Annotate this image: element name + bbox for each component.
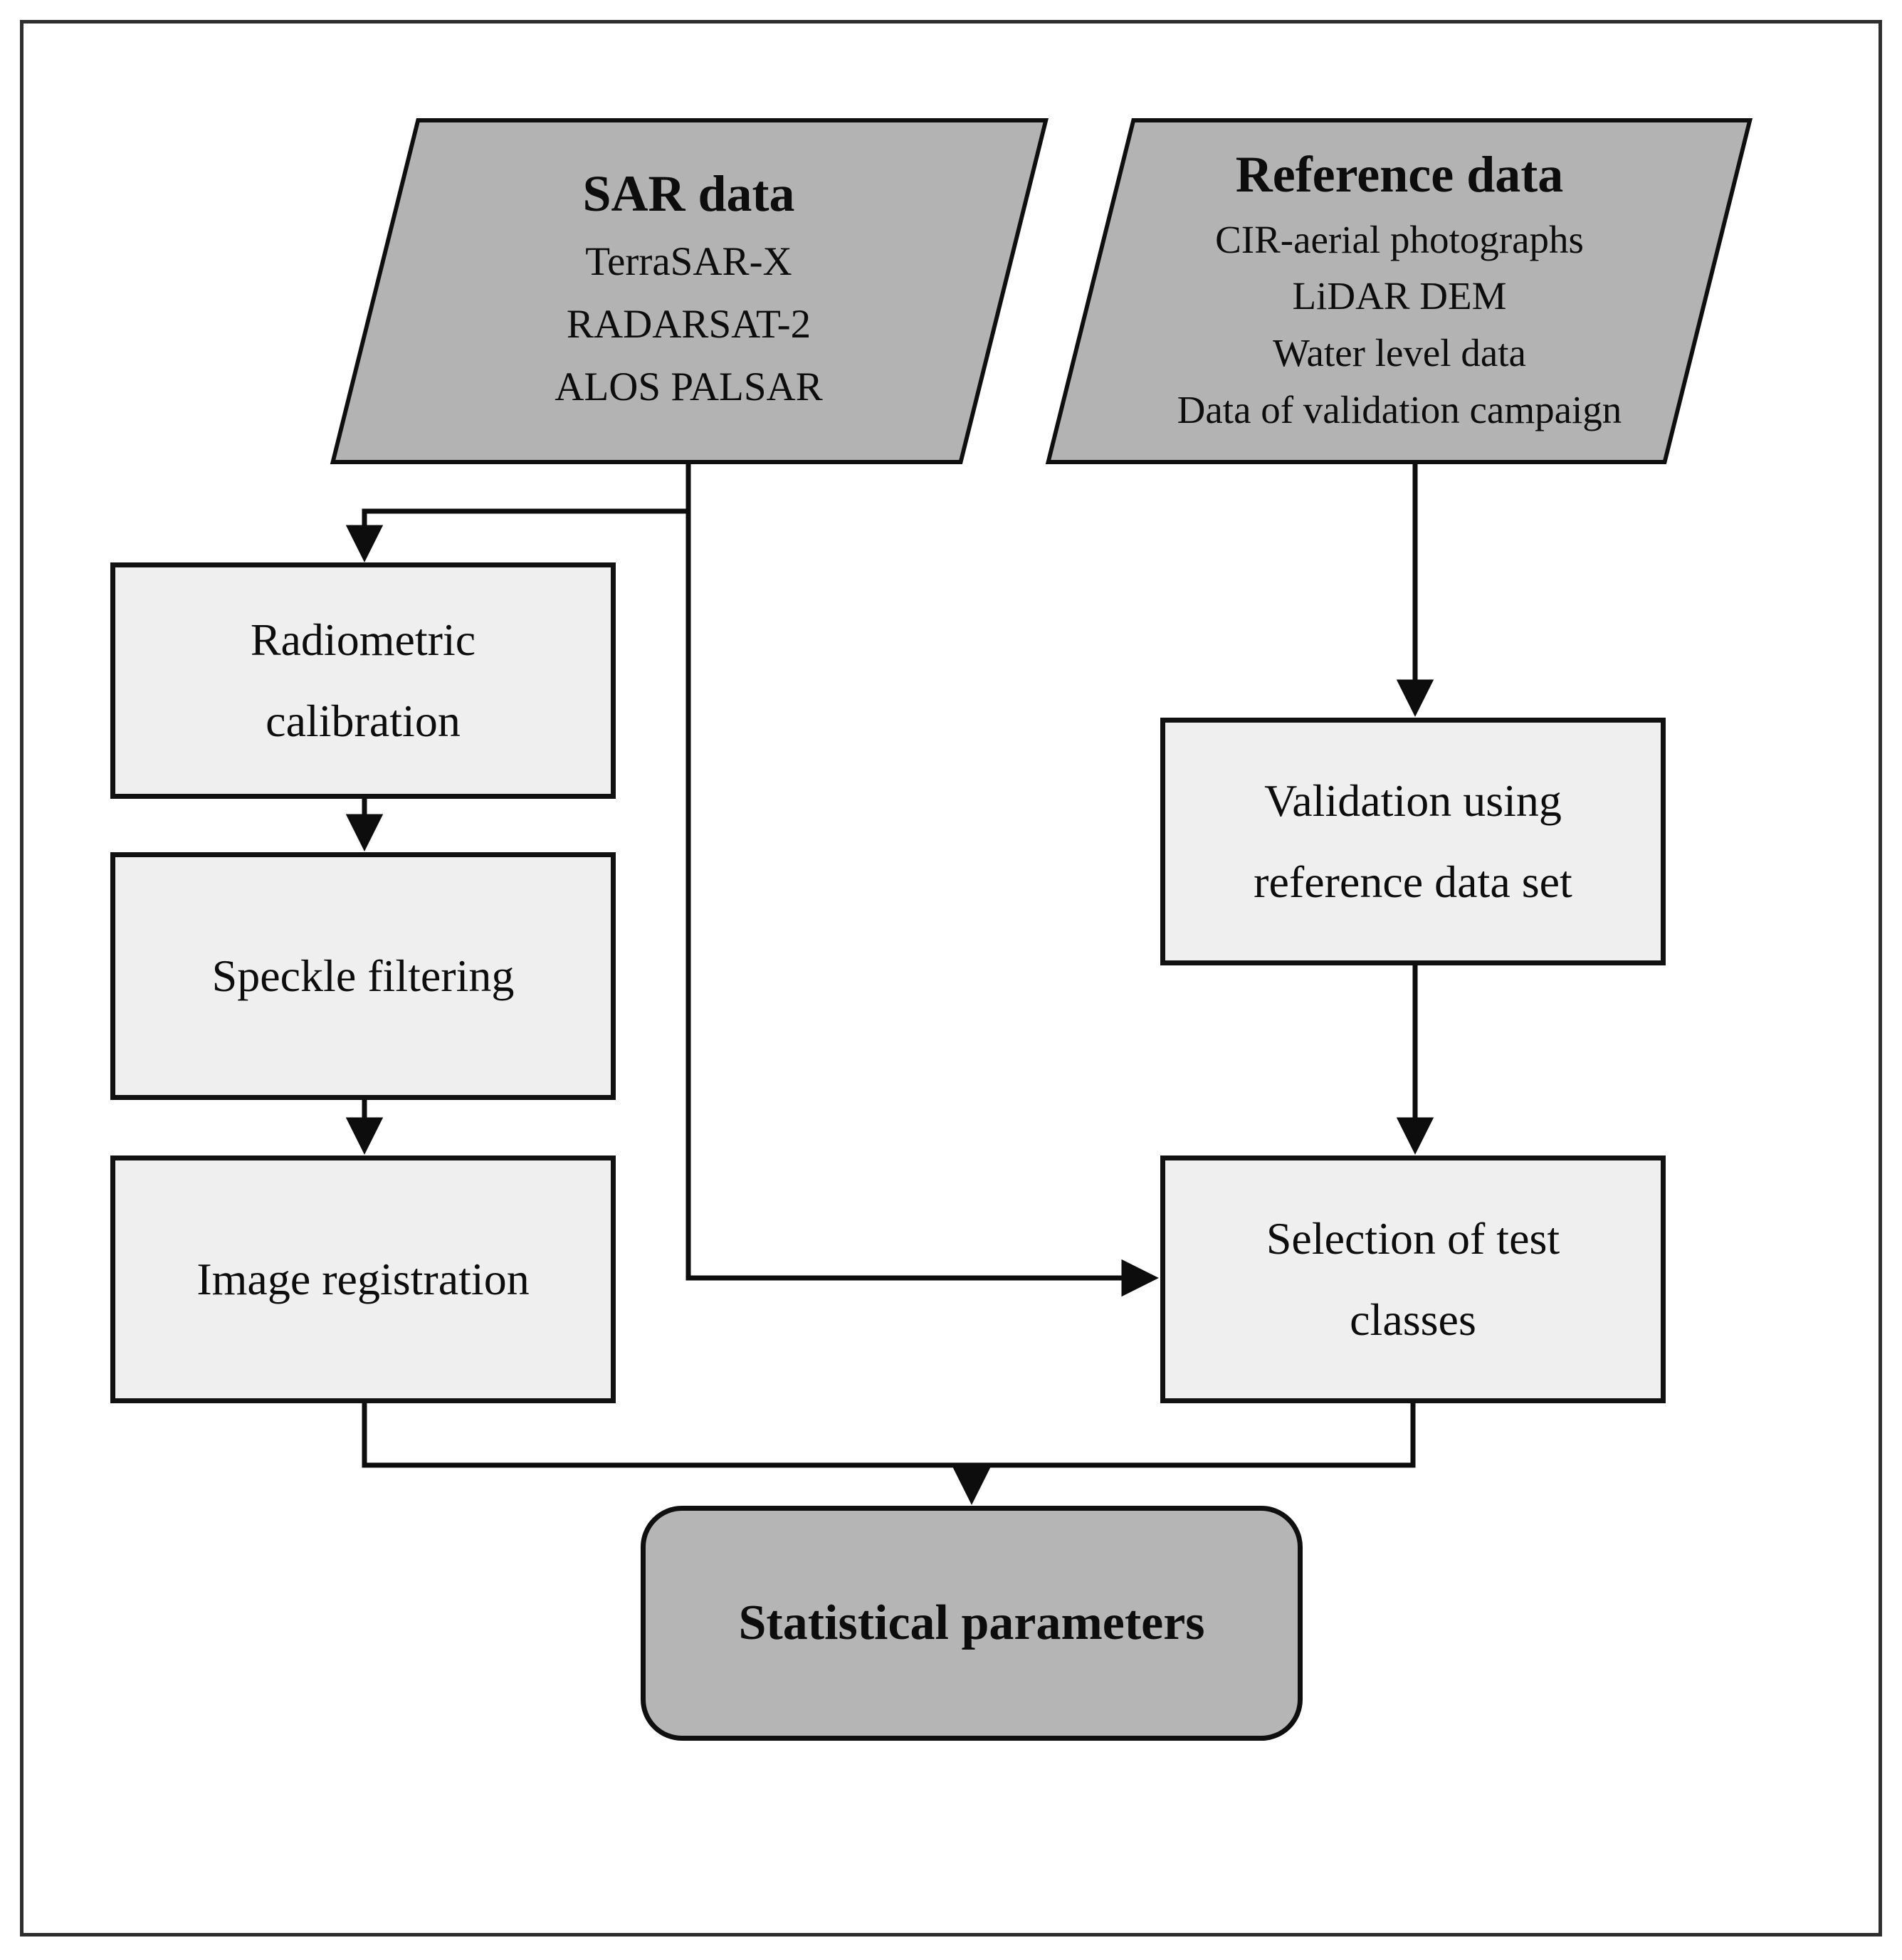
merge-connector [362, 1400, 1416, 1468]
radiometric-calibration-box: Radiometric calibration [110, 562, 616, 799]
radiometric-calibration-label-line: calibration [266, 696, 461, 746]
validation-label-line: reference data set [1254, 856, 1572, 907]
reference-data-item: CIR-aerial photographs [1215, 217, 1584, 261]
reference-data-title: Reference data [1235, 146, 1564, 204]
arrow-sar-to-radiometric [345, 508, 688, 562]
image-registration-label: Image registration [196, 1254, 530, 1305]
radiometric-calibration-label-line: Radiometric [250, 614, 476, 666]
validation-box: Validation using reference data set [1160, 718, 1666, 965]
sar-data-parallelogram: SAR data TerraSAR-X RADARSAT-2 ALOS PALS… [329, 118, 1049, 464]
sar-data-item: TerraSAR-X [585, 239, 792, 284]
sar-data-item: RADARSAT-2 [566, 302, 811, 347]
selection-of-test-classes-box: Selection of test classes [1160, 1155, 1666, 1403]
validation-label-line: Validation using [1264, 775, 1562, 827]
reference-data-item: Data of validation campaign [1177, 387, 1622, 431]
sar-data-title: SAR data [582, 165, 795, 223]
outer-border [20, 20, 1882, 1937]
speckle-filtering-label: Speckle filtering [211, 950, 515, 1002]
sar-data-item: ALOS PALSAR [555, 365, 823, 410]
reference-data-item: LiDAR DEM [1292, 274, 1507, 318]
reference-data-item: Water level data [1273, 331, 1526, 375]
arrow-sar-to-selection [685, 463, 1159, 1297]
image-registration-box: Image registration [110, 1155, 616, 1403]
speckle-filtering-box: Speckle filtering [110, 852, 616, 1100]
selection-label-line: classes [1350, 1294, 1476, 1345]
selection-label-line: Selection of test [1266, 1213, 1560, 1264]
statistical-parameters-box: Statistical parameters [641, 1506, 1303, 1741]
statistical-parameters-label: Statistical parameters [738, 1595, 1205, 1650]
reference-data-parallelogram: Reference data CIR-aerial photographs Li… [1045, 118, 1753, 464]
